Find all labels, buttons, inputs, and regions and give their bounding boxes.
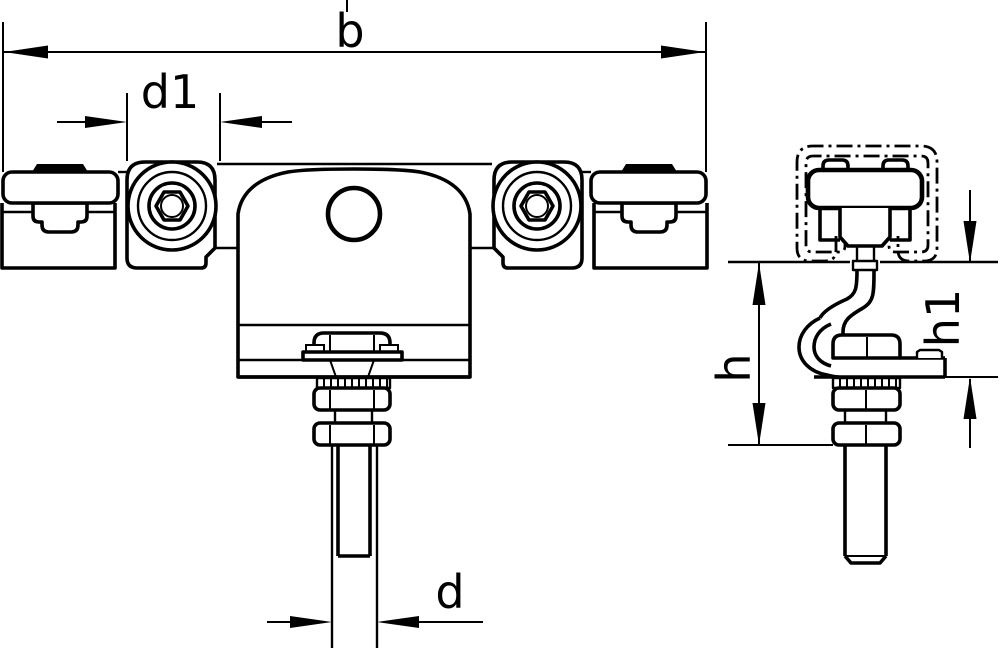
arrowhead	[752, 403, 766, 445]
arrowhead	[4, 45, 48, 59]
dimension-h-label: h	[707, 353, 761, 382]
axle-pin	[855, 246, 876, 262]
dimension-b-label: b	[335, 4, 364, 58]
claw-inner-curve	[812, 322, 832, 368]
clamp-right	[580, 162, 709, 270]
socket-bore	[160, 194, 184, 218]
dimension-h1: h1	[916, 190, 998, 448]
strap-inner-curve	[841, 269, 876, 336]
bolt-assembly-front	[301, 331, 404, 648]
threaded-rod	[330, 445, 379, 648]
clamp-pad-tab	[32, 164, 88, 172]
arrowhead	[377, 616, 419, 628]
top-washer	[301, 350, 404, 362]
arrowhead	[220, 116, 262, 128]
dimension-h1-label: h1	[916, 289, 970, 347]
side-view	[728, 144, 998, 565]
arrowhead	[661, 45, 705, 59]
dimension-d1-label: d1	[141, 65, 199, 119]
clamp-tongue	[31, 201, 89, 234]
arrowhead	[85, 116, 127, 128]
dimension-d: d	[267, 565, 483, 628]
rail-inner-contour	[804, 154, 930, 254]
bracket-hole	[325, 185, 383, 243]
dimension-b: b	[2, 4, 707, 172]
dimension-h: h	[707, 263, 833, 446]
bolt-neck-taper	[329, 359, 337, 378]
roller-left	[125, 160, 239, 270]
dimension-d-label: d	[435, 565, 464, 619]
hex-nut-lower	[312, 421, 392, 447]
clamp-left	[0, 164, 127, 270]
hex-nut-upper	[312, 386, 392, 412]
axle-boss	[838, 208, 892, 248]
dimension-d1: d1	[57, 65, 292, 161]
arrowhead	[290, 616, 332, 628]
pin-collar	[851, 259, 879, 272]
bolt-assembly-side	[831, 333, 902, 565]
wheel-tire	[805, 167, 925, 211]
wheel-hub	[818, 208, 912, 242]
arrowhead	[963, 221, 977, 263]
strap-outer-curve	[818, 269, 859, 319]
threaded-rod-side	[843, 445, 888, 565]
clamp-pad	[1, 170, 120, 205]
roller-right	[468, 160, 584, 270]
foot-tab	[915, 348, 944, 358]
arrowhead	[752, 263, 766, 305]
center-bracket	[236, 167, 472, 379]
wheel-side	[805, 158, 925, 272]
front-view	[0, 0, 709, 648]
bolt-neck-taper	[367, 359, 375, 378]
